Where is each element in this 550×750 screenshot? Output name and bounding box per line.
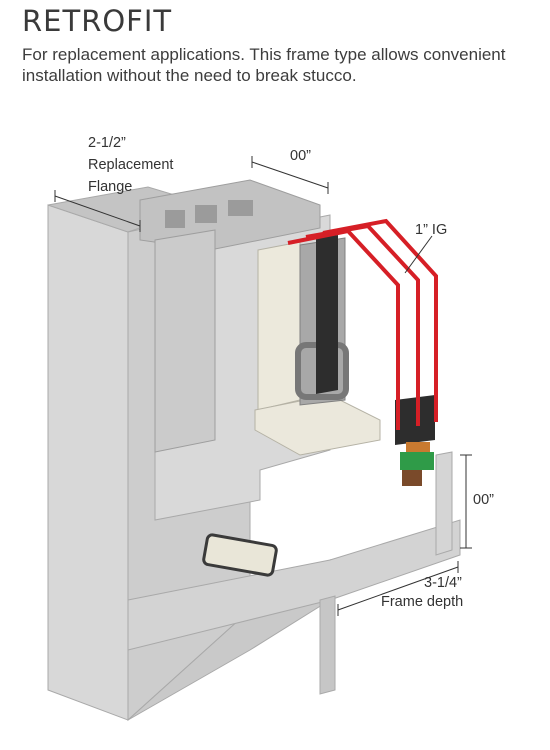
flange-name-line1: Replacement — [88, 157, 174, 173]
ig-pane-3 — [322, 218, 438, 422]
sash-interior — [257, 241, 301, 411]
glass-spacer — [316, 235, 338, 394]
depth-name-label: Frame depth — [381, 594, 464, 610]
head-chamber-1 — [165, 210, 185, 228]
frame-lower-extension — [319, 595, 336, 695]
glass-label: 1” IG — [415, 222, 448, 238]
frame-jamb-chambers — [154, 229, 216, 453]
head-chamber-2 — [195, 205, 217, 223]
flange-dimension-label: 2-1/2” — [88, 135, 126, 151]
top-dimension-label: 00” — [290, 148, 311, 164]
glass-leader-line — [404, 235, 433, 274]
seal-green — [400, 452, 434, 470]
frame-right-stop — [435, 451, 453, 556]
head-chamber-3 — [228, 200, 253, 216]
seal-orange — [406, 442, 430, 452]
seal-brown — [402, 470, 422, 486]
glass-spacer-bottom — [395, 395, 435, 445]
side-dimension-label: 00” — [473, 492, 494, 508]
flange-name-line2: Flange — [88, 179, 133, 195]
depth-dimension-label: 3-1/4” — [424, 575, 462, 591]
page-description: For replacement applications. This frame… — [22, 45, 506, 85]
depth-dim-line — [337, 566, 459, 611]
replacement-flange-face — [47, 204, 129, 721]
flange-dim-line — [54, 195, 141, 227]
weep-slot — [202, 533, 278, 577]
ig-pane-1 — [287, 228, 400, 430]
page-title: RETROFIT — [22, 4, 173, 38]
top-dim-line — [251, 161, 329, 189]
frame-sill — [127, 519, 461, 651]
